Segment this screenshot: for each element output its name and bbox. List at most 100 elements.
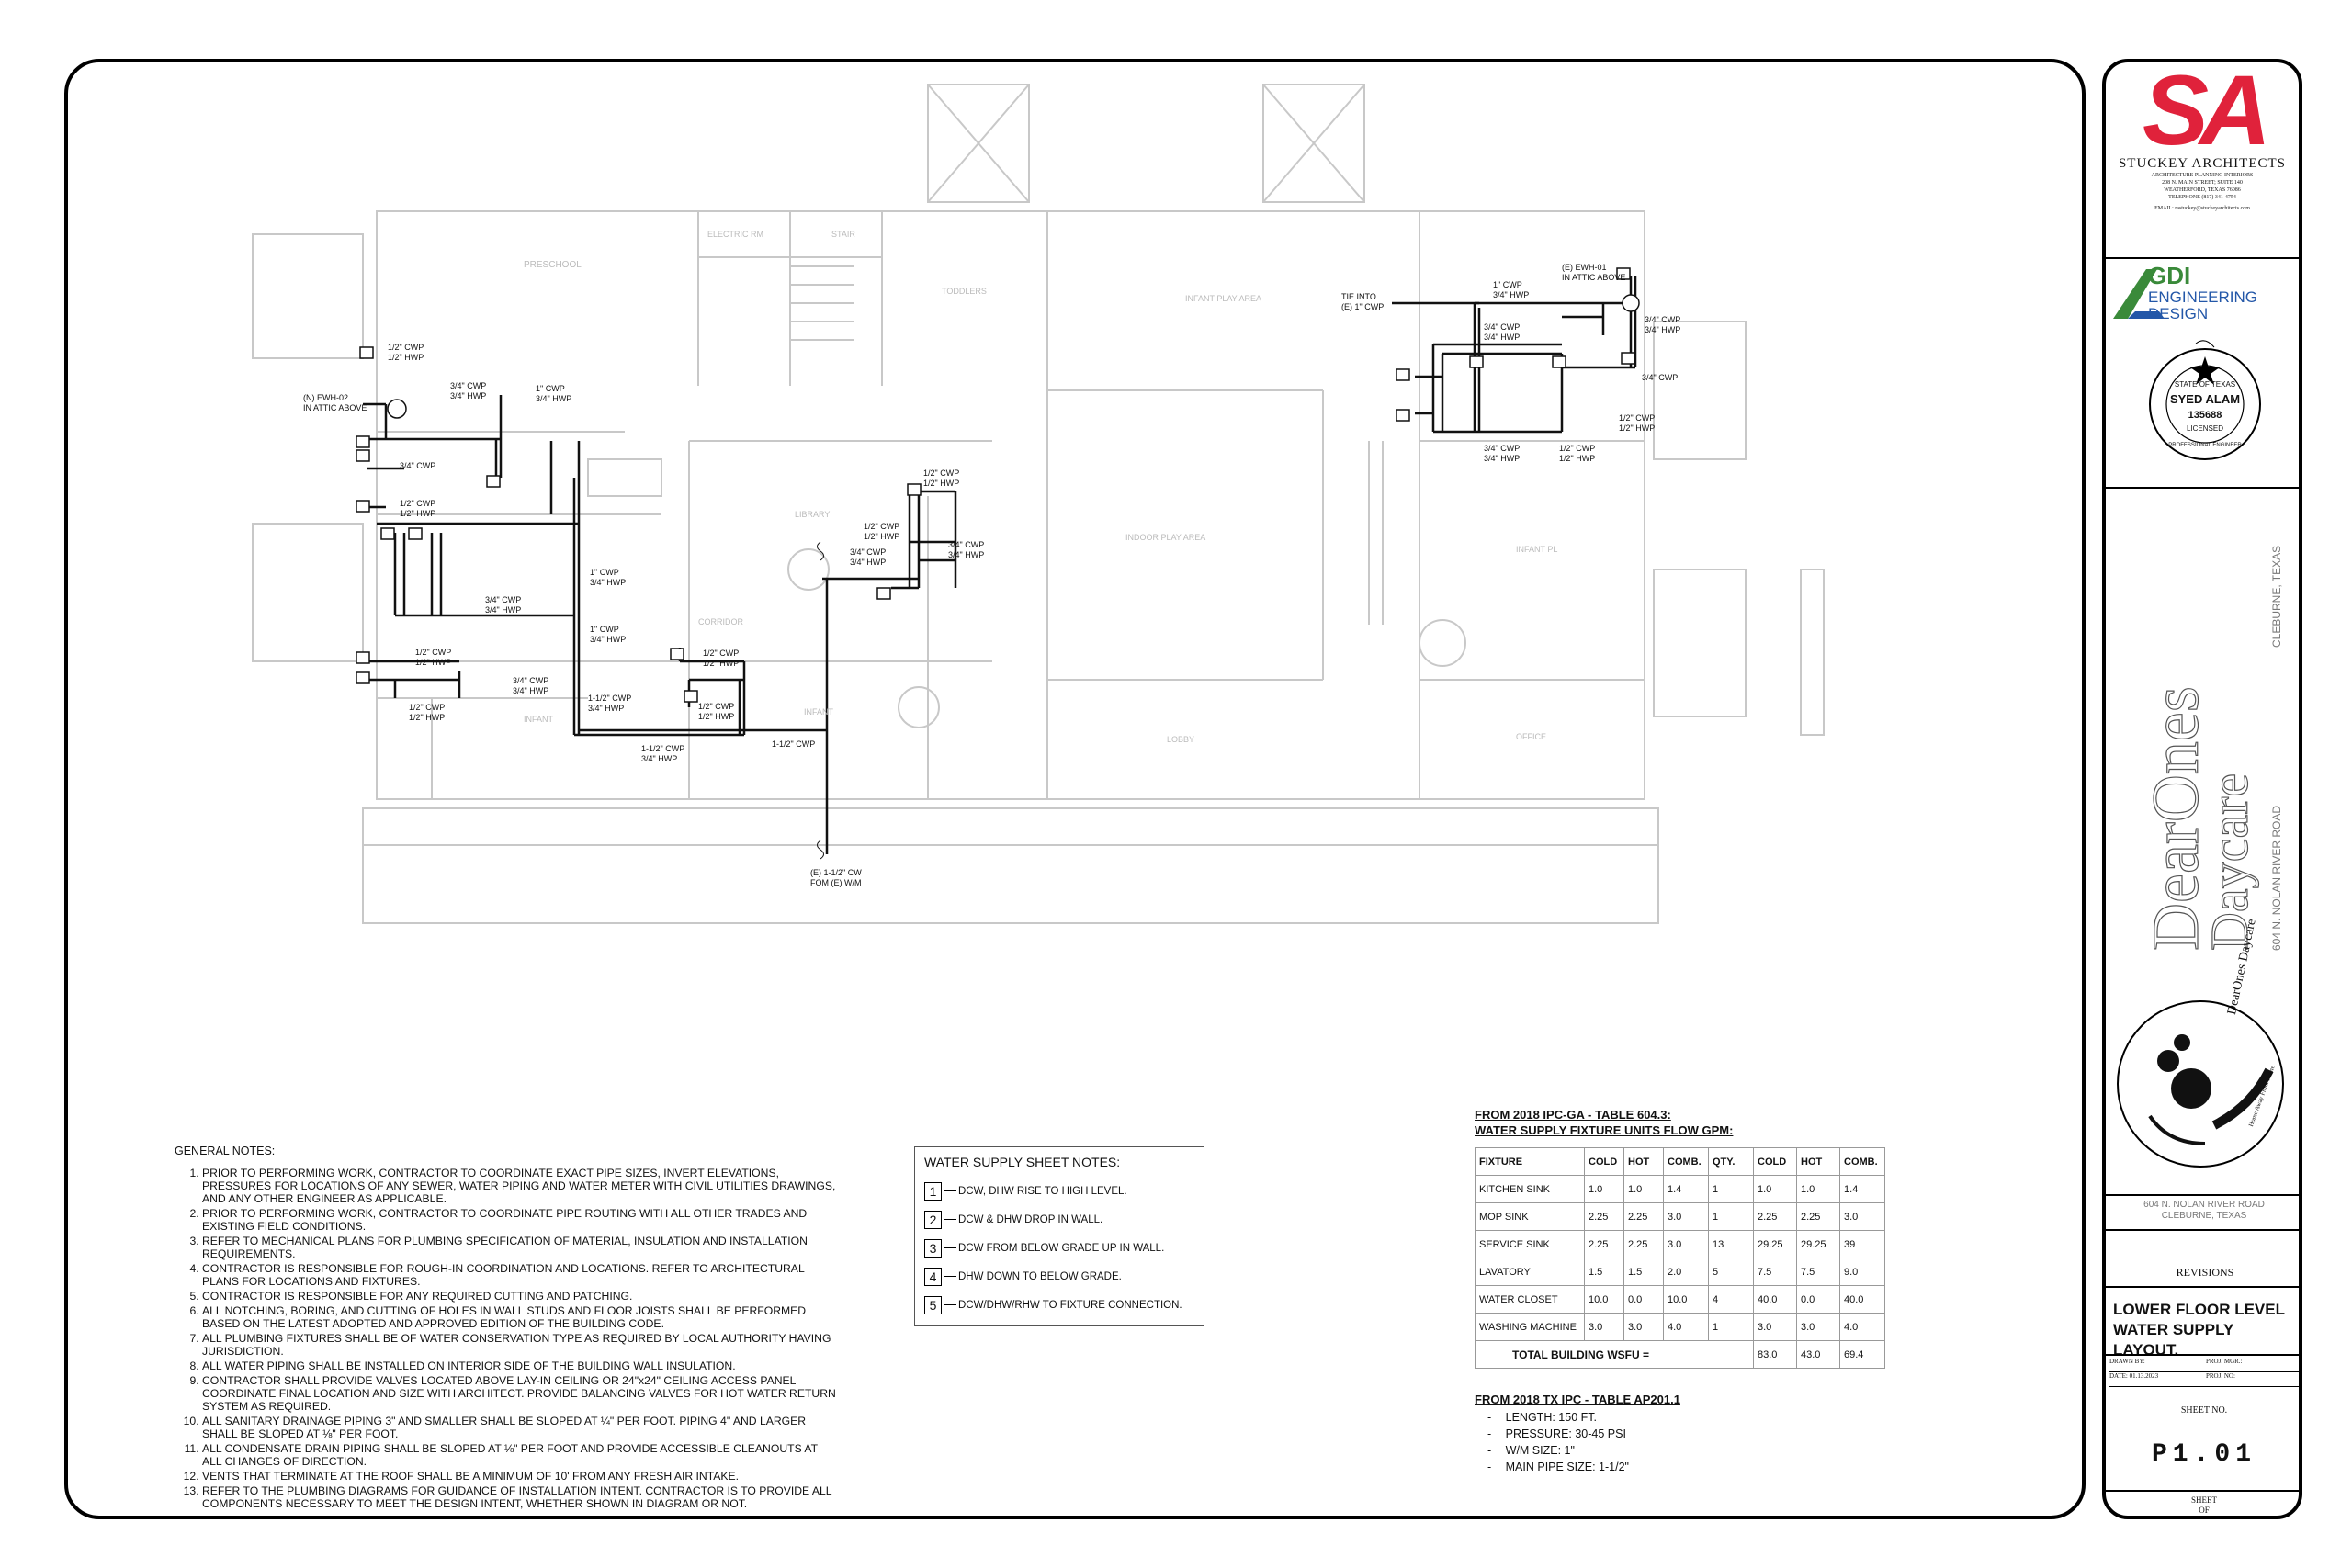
seal-name: SYED ALAM [2169,392,2241,406]
table-cell: 4 [1708,1285,1754,1314]
table-cell: 10.0 [1663,1285,1709,1314]
pipe-label: 1" CWP 3/4" HWP [1493,280,1530,299]
sheet-of: SHEET OF [2109,1495,2299,1516]
pipe-label: 3/4" CWP 3/4" HWP [1645,315,1681,334]
daycare-logo: DearOnes Daycare Home Away From Home [2104,918,2297,1180]
total-value: 43.0 [1796,1340,1840,1369]
gdi-text: ENGINEERING [2148,288,2258,306]
water-heater-ewh01-icon [1622,294,1640,312]
address-line: CLEBURNE, TEXAS [2161,1211,2247,1221]
seal-profession: PROFESSIONAL ENGINEER [2168,443,2242,448]
proj-mgr-label: PROJ. MGR.: [2206,1358,2243,1365]
pipe-label: 3/4" CWP [400,461,436,470]
note-item: REFER TO THE PLUMBING DIAGRAMS FOR GUIDA… [202,1484,836,1510]
divider [2106,1354,2301,1356]
room-label: INFANT [804,707,834,716]
ws-note-number: 4 [924,1267,942,1286]
pipe-label: 3/4" CWP 3/4" HWP [850,547,887,567]
fixture-tags [356,267,1635,703]
note-item: PRIOR TO PERFORMING WORK, CONTRACTOR TO … [202,1167,836,1205]
room-label: INFANT PL [1516,545,1558,554]
table-cell: 1.0 [1753,1175,1797,1203]
table-cell: 3.0 [1839,1202,1885,1231]
room-label: OFFICE [1516,732,1546,741]
ws-note-number: 1 [924,1181,942,1201]
project-name-2: Daycare [2199,773,2259,951]
architect-block: SA STUCKEY ARCHITECTS ARCHITECTURE PLANN… [2109,61,2295,212]
table-cell: 29.25 [1796,1230,1840,1258]
divider [2106,1194,2301,1196]
divider [2106,1229,2301,1231]
total-value: 69.4 [1839,1340,1885,1369]
sheet-number-label: SHEET NO. [2180,1405,2228,1416]
pipe-label: 1" CWP 3/4" HWP [590,568,627,587]
tx-ipc-list: LENGTH: 150 FT. PRESSURE: 30-45 PSI W/M … [1475,1409,1680,1475]
project-name-graphic: DearOnes Daycare 604 N. NOLAN RIVER ROAD… [2138,546,2283,952]
note-item: ALL CONDENSATE DRAIN PIPING SHALL BE SLO… [202,1442,836,1468]
sheet-title: LOWER FLOOR LEVEL WATER SUPPLY LAYOUT. [2109,1300,2302,1360]
proj-no-label: PROJ. NO: [2206,1372,2235,1380]
table-cell: 3.0 [1584,1313,1624,1341]
table-cell: 3.0 [1796,1313,1840,1341]
pipe-label: 1/2" CWP 1/2" HWP [409,703,446,722]
tx-ipc-item: W/M SIZE: 1" [1487,1442,1680,1459]
pipe-label: 1/2" CWP 1/2" HWP [703,649,740,668]
table-cell: 1.5 [1584,1258,1624,1286]
pipe-label: 1/2" CWP 1/2" HWP [415,648,452,667]
table-cell: LAVATORY [1475,1258,1585,1286]
ws-note-text: DCW FROM BELOW GRADE UP IN WALL. [958,1242,1165,1254]
divider [2106,1286,2301,1288]
revisions-label: REVISIONS [2176,1266,2234,1279]
table-cell: 1 [1708,1175,1754,1203]
address-block: 604 N. NOLAN RIVER ROAD CLEBURNE, TEXAS [2109,1200,2299,1222]
architect-line: WEATHERFORD, TEXAS 76086 [2164,187,2241,193]
note-item: PRIOR TO PERFORMING WORK, CONTRACTOR TO … [202,1207,836,1233]
table-cell: 4.0 [1839,1313,1885,1341]
tx-ipc-item: PRESSURE: 30-45 PSI [1487,1426,1680,1442]
architectural-background [252,84,1825,924]
ws-note-text: DCW/DHW/RHW TO FIXTURE CONNECTION. [958,1299,1182,1311]
pipe-label: 3/4" CWP [1642,373,1679,382]
pipe-label: 3/4" CWP 3/4" HWP [513,676,549,695]
note-item: CONTRACTOR IS RESPONSIBLE FOR ROUGH-IN C… [202,1262,836,1288]
general-notes-title: GENERAL NOTES: [175,1145,276,1157]
project-block: DearOnes Daycare 604 N. NOLAN RIVER ROAD… [2109,491,2297,960]
water-supply-notes-title: WATER SUPPLY SHEET NOTES: [924,1155,1121,1169]
room-label: LIBRARY [795,510,831,519]
divider [2106,257,2301,259]
note-item: CONTRACTOR SHALL PROVIDE VALVES LOCATED … [202,1374,836,1413]
tx-ipc-item: LENGTH: 150 FT. [1487,1409,1680,1426]
table-cell: SERVICE SINK [1475,1230,1585,1258]
of-label: OF [2199,1506,2210,1515]
tx-ipc-item: MAIN PIPE SIZE: 1-1/2" [1487,1459,1680,1475]
pipe-label: 3/4" CWP 3/4" HWP [948,540,985,559]
table-cell: 0.0 [1623,1285,1664,1314]
seal-icon [2149,340,2261,460]
ws-note: 2 DCW & DHW DROP IN WALL. [924,1205,1194,1234]
note-item: ALL NOTCHING, BORING, AND CUTTING OF HOL… [202,1304,836,1330]
architect-email: EMAIL: rastuckey@stuckeyarchitects.com [2154,206,2250,211]
date-label: DATE: 01.13.2023 [2109,1372,2159,1380]
pipe-label: 1-1/2" CWP [772,739,816,749]
ws-note-text: DCW & DHW DROP IN WALL. [958,1213,1103,1225]
ws-note-number: 2 [924,1210,942,1229]
table-cell: 1.0 [1796,1175,1840,1203]
ws-note-text: DHW DOWN TO BELOW GRADE. [958,1270,1122,1282]
general-notes: GENERAL NOTES: PRIOR TO PERFORMING WORK,… [175,1145,836,1512]
room-label: INFANT [524,715,554,724]
engineer-logo: GDI ENGINEERING DESIGN [2109,262,2297,326]
table-cell: 13 [1708,1230,1754,1258]
tx-ipc-title: FROM 2018 TX IPC - TABLE AP201.1 [1475,1393,1680,1406]
drawn-by-label: DRAWN BY: [2109,1358,2145,1365]
table-cell: 2.25 [1584,1230,1624,1258]
fixture-units-table: FIXTURE COLD HOT COMB. QTY. COLD HOT COM… [1475,1147,1885,1369]
